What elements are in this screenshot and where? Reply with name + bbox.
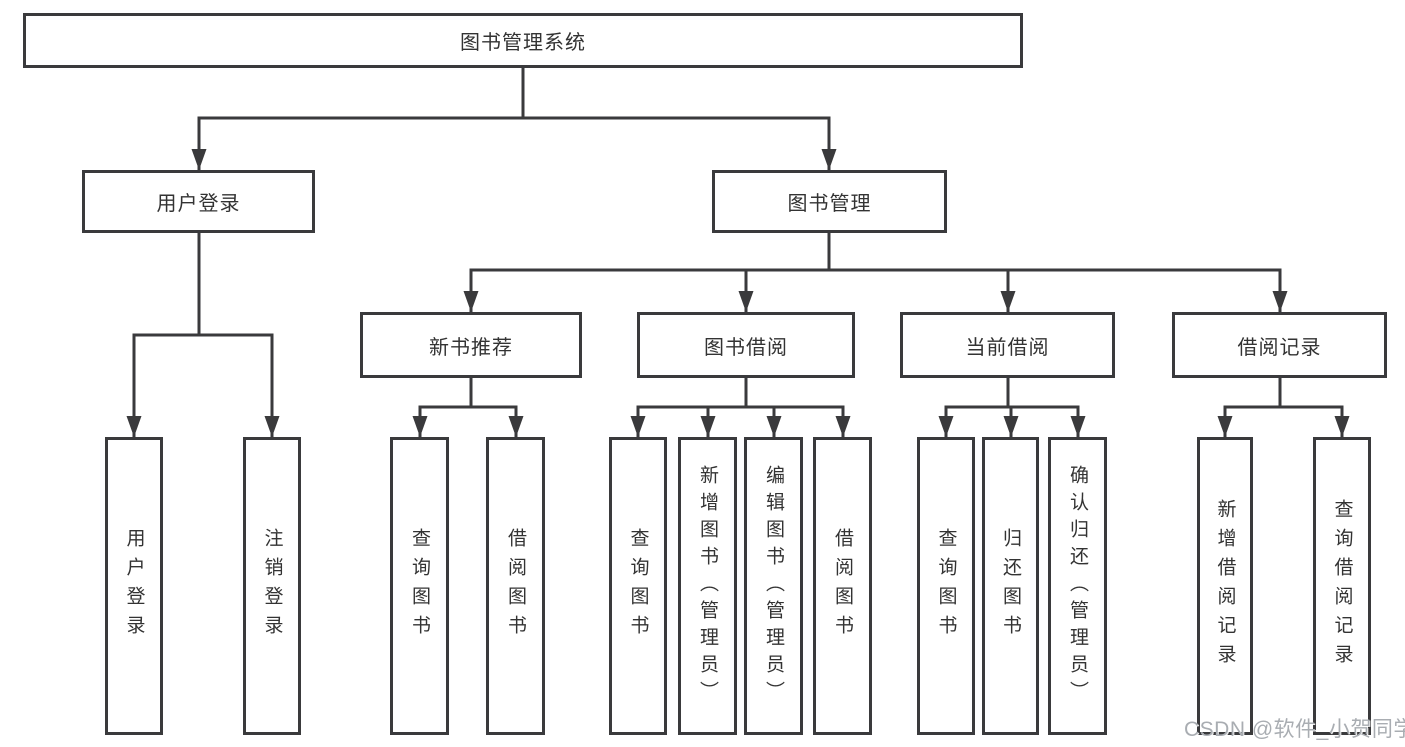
leaf-cb-return-books: 归还图书 — [982, 437, 1039, 735]
leaf-user-login: 用户登录 — [105, 437, 163, 735]
leaf-bb-add-book-admin: 新增图书（管理员） — [678, 437, 737, 735]
csdn-watermark: CSDN @软件_小贺同学 — [1184, 718, 1405, 741]
leaf-logout: 注销登录 — [243, 437, 301, 735]
leaf-cb-query-books: 查询图书 — [917, 437, 975, 735]
node-library-system: 图书管理系统 — [23, 13, 1023, 68]
node-new-book-recommend: 新书推荐 — [360, 312, 582, 378]
node-current-borrow: 当前借阅 — [900, 312, 1115, 378]
leaf-cb-confirm-return-admin: 确认归还（管理员） — [1048, 437, 1107, 735]
leaf-nbr-query-books: 查询图书 — [390, 437, 449, 735]
leaf-br-add-record: 新增借阅记录 — [1197, 437, 1253, 735]
leaf-bb-borrow-books: 借阅图书 — [813, 437, 872, 735]
leaf-bb-edit-book-admin: 编辑图书（管理员） — [744, 437, 803, 735]
leaf-nbr-borrow-books: 借阅图书 — [486, 437, 545, 735]
node-user-login: 用户登录 — [82, 170, 315, 233]
leaf-bb-query-books: 查询图书 — [609, 437, 667, 735]
leaf-br-query-record: 查询借阅记录 — [1313, 437, 1371, 735]
node-book-management: 图书管理 — [712, 170, 947, 233]
node-borrow-records: 借阅记录 — [1172, 312, 1387, 378]
node-book-borrow: 图书借阅 — [637, 312, 855, 378]
